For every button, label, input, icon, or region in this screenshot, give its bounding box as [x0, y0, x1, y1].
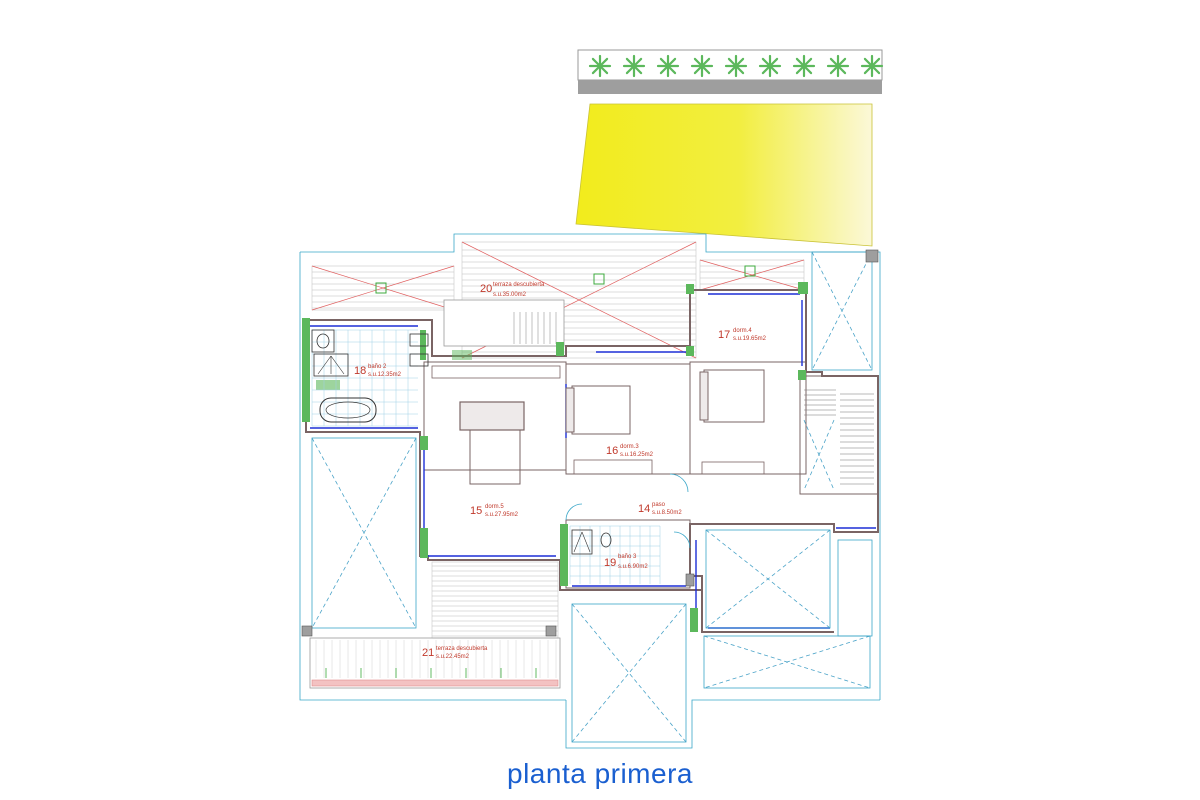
room-area: s.u.16.25m2: [620, 452, 654, 458]
room-number: 15: [470, 505, 482, 517]
room-number: 19: [604, 557, 616, 569]
room-name: dorm.3: [620, 444, 639, 450]
sun-awning: [575, 103, 873, 247]
floor-drain-icon: [375, 265, 756, 294]
plan-title: planta primera: [507, 758, 693, 789]
room-area: s.u.8.50m2: [652, 510, 682, 516]
room-area: s.u.6.90m2: [618, 564, 648, 570]
room-name: dorm.4: [733, 328, 752, 334]
room-number: 20: [480, 283, 492, 295]
room-name: baño 2: [368, 364, 387, 370]
room-label-20: 20 terraza descubierta s.u.35.00m2: [480, 282, 545, 298]
room-area: s.u.12.35m2: [368, 372, 402, 378]
room-number: 14: [638, 503, 650, 515]
palm-icon: [826, 54, 850, 78]
room-label-16: 16 dorm.3 s.u.16.25m2: [606, 444, 654, 458]
room-name: terraza descubierta: [493, 282, 545, 288]
room-number: 16: [606, 445, 618, 457]
room-name: dorm.5: [485, 504, 504, 510]
palm-icon: [656, 54, 680, 78]
palm-icon: [622, 54, 646, 78]
room-label-21: 21 terraza descubierta s.u.22.45m2: [422, 646, 488, 660]
stair-terrace: [443, 299, 565, 347]
floor-plan: 20 terraza descubierta s.u.35.00m2 17 do…: [299, 49, 884, 749]
structure-columns: [302, 282, 808, 632]
palm-icon: [758, 54, 782, 78]
room-label-15: 15 dorm.5 s.u.27.95m2: [470, 504, 519, 518]
terrace-20: [311, 241, 805, 359]
palm-icon: [860, 54, 884, 78]
exterior-walls: [305, 289, 879, 633]
room-label-14: 14 paso s.u.8.50m2: [638, 502, 682, 516]
stair-main: [803, 389, 874, 491]
site-boundary: [299, 233, 881, 749]
room-label-17: 17 dorm.4 s.u.19.65m2: [718, 328, 767, 342]
palm-icon: [792, 54, 816, 78]
palm-icon: [724, 54, 748, 78]
palm-icon: [588, 54, 612, 78]
corner-columns: [301, 249, 879, 637]
room-number: 21: [422, 647, 434, 659]
windows: [310, 293, 876, 629]
room-area: s.u.27.95m2: [485, 512, 519, 518]
palm-plants: [588, 54, 884, 78]
beds: [431, 365, 765, 485]
palm-icon: [690, 54, 714, 78]
planter: [577, 49, 884, 94]
door-swings: [565, 473, 691, 549]
terrace-21: [309, 561, 561, 689]
room-area: s.u.22.45m2: [436, 654, 470, 660]
voids: [311, 251, 873, 743]
bathroom-2: [311, 329, 429, 427]
room-name: baño 3: [618, 554, 637, 560]
room-label-18: 18 baño 2 s.u.12.35m2: [354, 364, 402, 378]
room-number: 18: [354, 365, 366, 377]
room-area: s.u.35.00m2: [493, 292, 527, 298]
room-number: 17: [718, 329, 730, 341]
room-name: paso: [652, 502, 666, 508]
room-name: terraza descubierta: [436, 646, 488, 652]
room-label-19: 19 baño 3 s.u.6.90m2: [604, 554, 648, 570]
room-area: s.u.19.65m2: [733, 336, 767, 342]
bathroom-3: [569, 525, 661, 584]
